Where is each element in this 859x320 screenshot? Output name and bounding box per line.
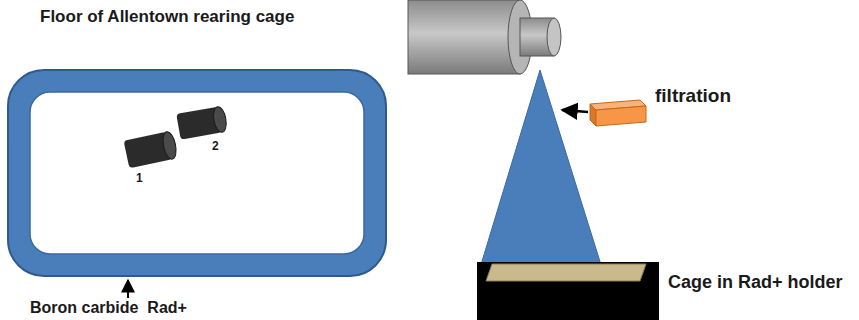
xray-window-end (547, 18, 561, 56)
callout-number: 2 (212, 140, 219, 153)
filter-side (590, 104, 596, 126)
boron-carbide-frame (8, 70, 386, 276)
sample-cylinder (176, 106, 228, 140)
sample-cylinder (124, 130, 179, 168)
xray-tube (408, 0, 520, 74)
rad-holder (477, 262, 659, 320)
callout-number: 1 (136, 172, 143, 185)
filter-plate (596, 106, 646, 126)
pointer-arrow (127, 280, 129, 298)
filter-label: filtration (655, 86, 731, 107)
material-label: Boron carbide Rad+ (30, 299, 187, 317)
cage-floor (30, 92, 364, 254)
diagram-title: Floor of Allentown rearing cage (40, 8, 294, 27)
filter-arrow (562, 110, 588, 112)
cage (486, 264, 646, 281)
holder-label: Cage in Rad+ holder (668, 273, 843, 293)
xray-beam (480, 70, 602, 268)
